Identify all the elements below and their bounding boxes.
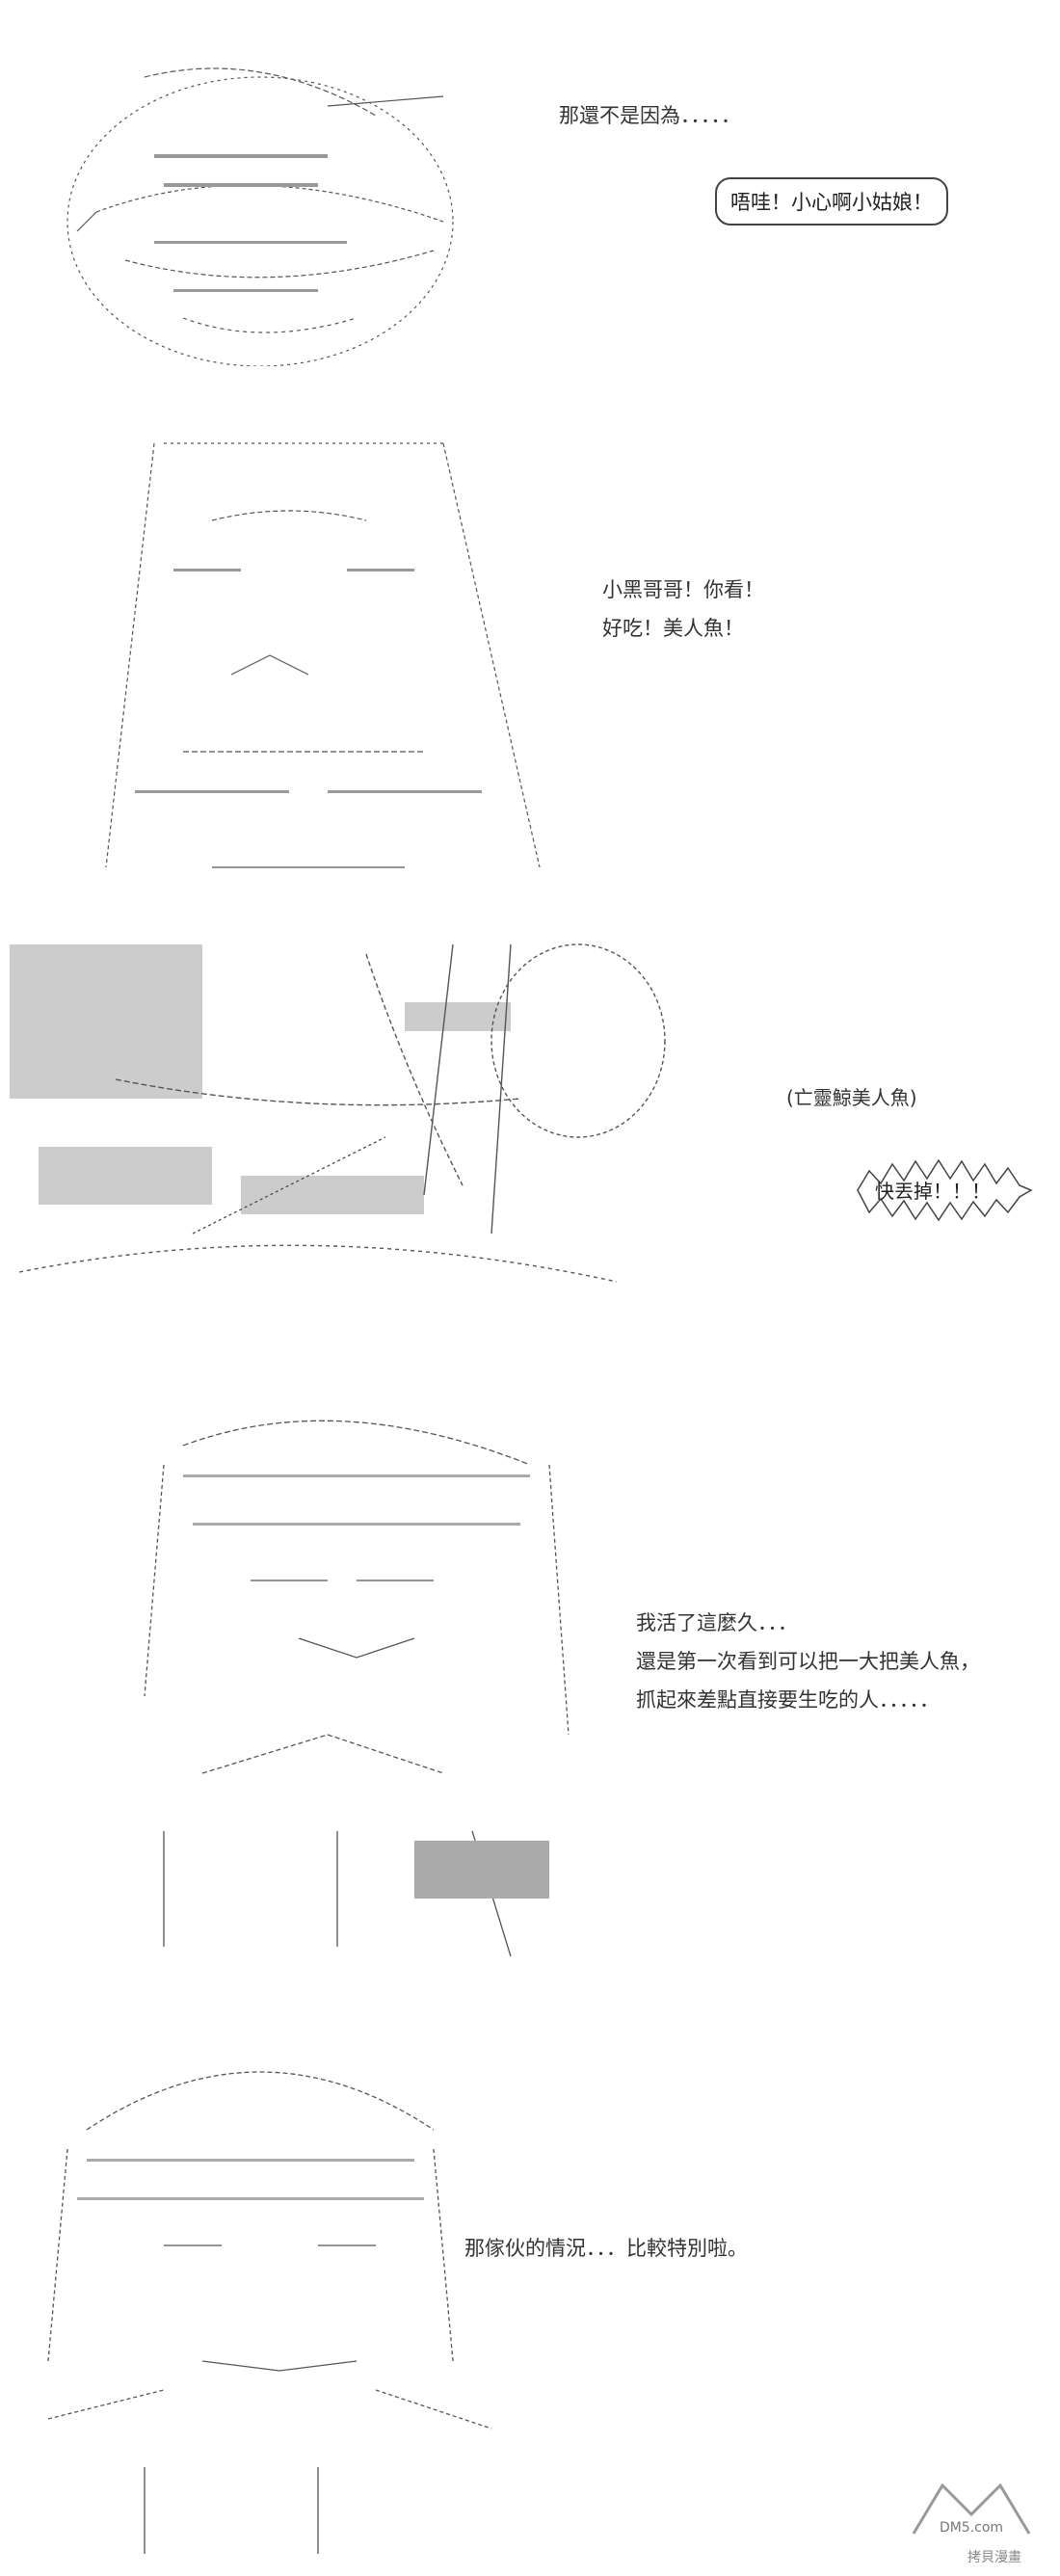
ascii-art-character-4 <box>29 2014 530 2563</box>
panel-2: 小黑哥哥！你看！ 好吃！美人魚！ <box>0 405 1060 906</box>
dialog-line: 那傢伙的情況．．．比較特別啦。 <box>464 2237 748 2260</box>
dialog-line: 抓起來差點直接要生吃的人．．．．． <box>636 1688 940 1712</box>
dialog-line: 小黑哥哥！你看！ <box>602 578 764 601</box>
panel-4-dialog: 我活了這麼久．．． 還是第一次看到可以把一大把美人魚， 抓起來差點直接要生吃的人… <box>636 1604 980 1719</box>
site-watermark: DM5.com <box>904 2476 1039 2563</box>
dialog-line: 那還不是因為．．．．． <box>559 104 741 127</box>
panel-1-dialog: 那還不是因為．．．．． <box>559 96 741 135</box>
ascii-art-character-1 <box>39 19 501 366</box>
panel-3-narration: (亡靈鯨美人魚) <box>786 1086 917 1109</box>
ascii-art-character-2 <box>39 424 559 887</box>
panel-1-speech-bubble: 唔哇！小心啊小姑娘！ <box>715 177 948 226</box>
dialog-line: 還是第一次看到可以把一大把美人魚， <box>636 1650 980 1673</box>
panel-2-dialog: 小黑哥哥！你看！ 好吃！美人魚！ <box>602 571 764 648</box>
watermark-caption: 拷貝漫畫 <box>967 2550 1021 2565</box>
watermark-logo-text: DM5.com <box>940 2520 1003 2536</box>
speech-text: 唔哇！小心啊小姑娘！ <box>730 191 933 214</box>
panel-5-dialog: 那傢伙的情況．．．比較特別啦。 <box>464 2229 748 2268</box>
dialog-line: 我活了這麼久．．． <box>636 1611 798 1634</box>
panel-1: 那還不是因為．．．．． 唔哇！小心啊小姑娘！ <box>0 0 1060 385</box>
shout-text: 快丟掉！！！ <box>875 1180 991 1203</box>
panel-3: (亡靈鯨美人魚) 快丟掉！！！ <box>0 916 1060 1349</box>
ascii-art-mermaid-scene <box>0 925 771 1330</box>
dialog-line: 好吃！美人魚！ <box>602 617 744 640</box>
panel-4: 我活了這麼久．．． 還是第一次看到可以把一大把美人魚， 抓起來差點直接要生吃的人… <box>0 1368 1060 1985</box>
panel-5: 那傢伙的情況．．．比較特別啦。 <box>0 1995 1060 2573</box>
panel-3-shout-bubble: 快丟掉！！！ <box>848 1147 1033 1222</box>
ascii-art-character-3 <box>106 1388 607 1966</box>
